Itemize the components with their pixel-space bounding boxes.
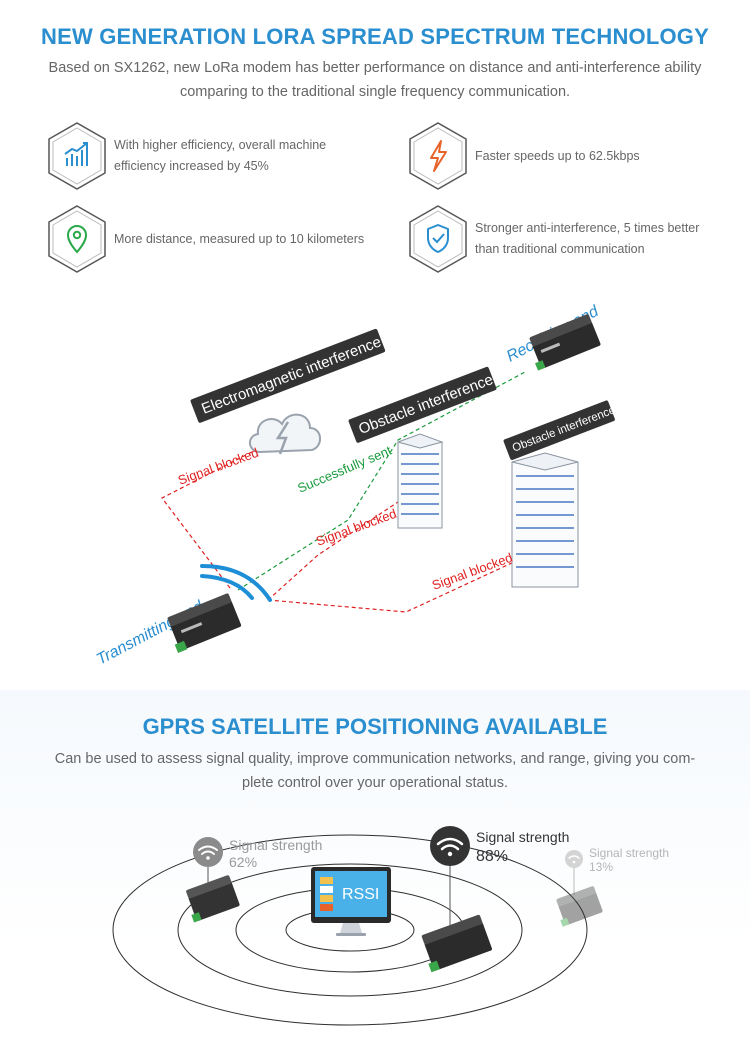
device-center	[421, 914, 492, 973]
obstacle2-tag: Obstacle interference	[503, 400, 617, 460]
obstacle1-label: Obstacle interference	[356, 371, 495, 438]
feature-anti-interference-line2: than traditional communication	[475, 242, 645, 256]
signal-strength-value-right: 13%	[589, 860, 613, 874]
rssi-monitor: RSSI	[311, 867, 391, 936]
lightning-icon	[409, 122, 467, 190]
feature-efficiency: With higher efficiency, overall machine …	[46, 121, 326, 191]
obstacle1-tag: Obstacle interference	[348, 366, 497, 443]
em-interference-label: Electromagnetic interference	[199, 333, 383, 417]
wifi-icon-right	[565, 850, 583, 868]
device-right	[556, 886, 603, 927]
lora-diagram: Electromagnetic interference Obstacle in…	[94, 302, 617, 668]
transmitting-modem	[167, 593, 242, 654]
device-left	[186, 875, 240, 923]
feature-speed-line1: Faster speeds up to 62.5kbps	[475, 148, 640, 163]
signal-blocked-label-1: Signal blocked	[176, 445, 261, 488]
shield-check-icon	[409, 205, 467, 273]
success-signal-path	[237, 371, 526, 591]
location-pin-icon	[48, 205, 106, 273]
feature-speed: Faster speeds up to 62.5kbps	[407, 121, 640, 191]
signal-blocked-label-3: Signal blocked	[430, 550, 515, 593]
efficiency-chart-icon	[48, 122, 106, 190]
signal-strength-label-right: Signal strength	[589, 846, 669, 860]
wireless-waves	[200, 564, 272, 602]
feature-distance: More distance, measured up to 10 kilomet…	[46, 204, 364, 274]
signal-strength-value-left: 62%	[229, 854, 257, 870]
signal-strength-label-left: Signal strength	[229, 837, 322, 853]
feature-anti-interference-line1: Stronger anti-interference, 5 times bett…	[475, 221, 700, 235]
gprs-section-title: GPRS SATELLITE POSITIONING AVAILABLE	[142, 714, 608, 739]
obstacle2-label: Obstacle interference	[511, 404, 617, 454]
blocked-signal-paths	[161, 434, 515, 613]
rssi-label: RSSI	[342, 886, 379, 903]
lora-section-title: NEW GENERATION LORA SPREAD SPECTRUM TECH…	[41, 24, 709, 49]
signal-strength-label-center: Signal strength	[476, 829, 569, 845]
building1	[396, 433, 444, 529]
lora-description-line1: Based on SX1262, new LoRa modem has bett…	[48, 60, 702, 76]
lora-description-line2: comparing to the traditional single freq…	[179, 84, 571, 100]
gprs-description-line2: plete control over your operational stat…	[242, 775, 508, 791]
receiving-modem	[529, 314, 601, 371]
gprs-diagram: RSSI Signal strength 62% Signal strength…	[112, 826, 669, 1026]
signal-blocked-label-2: Signal blocked	[314, 506, 399, 549]
gprs-description-line1: Can be used to assess signal quality, im…	[54, 751, 696, 767]
feature-efficiency-line2: efficiency increased by 45%	[114, 159, 269, 173]
signal-strength-value-center: 88%	[476, 848, 508, 865]
building2	[511, 452, 579, 588]
feature-efficiency-line1: With higher efficiency, overall machine	[114, 138, 327, 152]
em-interference-tag: Electromagnetic interference	[190, 328, 386, 423]
feature-distance-line1: More distance, measured up to 10 kilomet…	[114, 231, 365, 246]
cloud-lightning-icon	[249, 413, 321, 455]
feature-anti-interference: Stronger anti-interference, 5 times bett…	[407, 204, 699, 274]
